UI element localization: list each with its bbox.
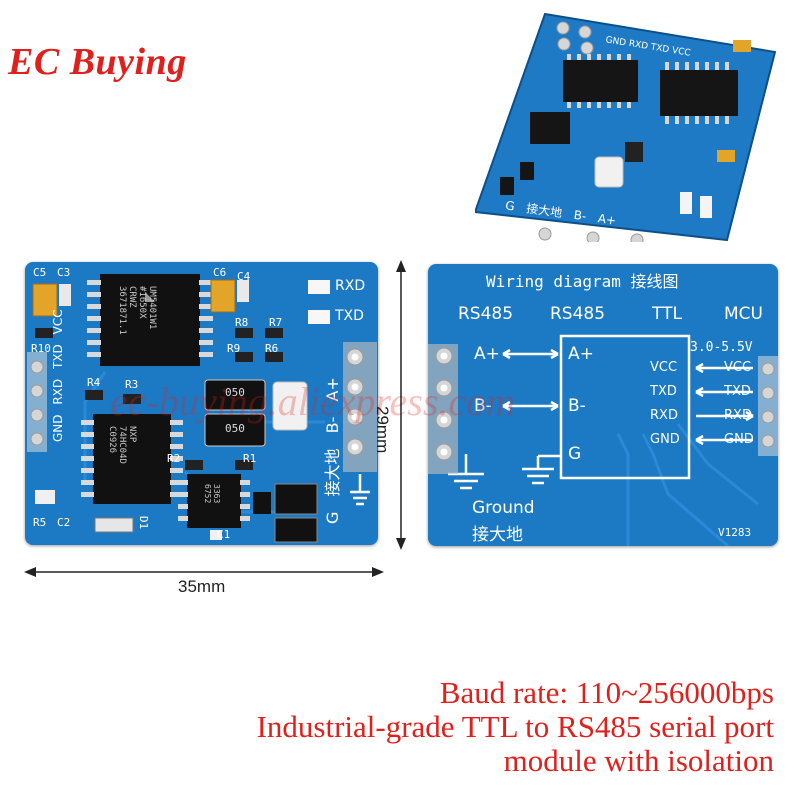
photo-board-graphic [473, 12, 777, 247]
transistor-1-marking: 050 [225, 386, 245, 399]
main-chip-line-3: CRWZ [127, 286, 137, 308]
mid-pin-g: G [568, 444, 582, 464]
photo-label-b: B- [572, 207, 588, 224]
back-board-graphic [428, 334, 778, 546]
label-c6: C6 [213, 266, 227, 279]
front-pin-rxd: RXD [51, 378, 65, 405]
front-board-graphic [27, 274, 377, 543]
ttl-pin-vcc: VCC [650, 360, 678, 375]
transistor-2-marking: 050 [225, 422, 245, 435]
ttl-pin-gnd: GND [650, 432, 680, 447]
front-pin-txd: TXD [51, 344, 65, 370]
front-board: C5 C3 C6 C4 R10 R4 R3 R8 R7 R9 R6 R2 R1 … [25, 262, 378, 545]
label-r9: R9 [227, 342, 241, 355]
label-r6: R6 [265, 342, 279, 355]
height-label: 29mm [373, 406, 392, 454]
brand-logo: EC Buying [8, 41, 187, 83]
front-pin-gnd: GND [51, 414, 65, 442]
ground-label-en: Ground [472, 498, 535, 518]
front-pin-ground-cn: 接大地 [323, 448, 342, 497]
main-chip-line-2: #1650X [137, 286, 147, 319]
ttl-pin-txd: TXD [650, 384, 677, 399]
header-rs485-mid: RS485 [550, 304, 606, 324]
label-r3: R3 [125, 378, 139, 391]
width-dimension-arrow [24, 567, 384, 577]
wiring-title: Wiring diagram 接线图 [486, 272, 679, 291]
width-label: 35mm [178, 577, 226, 596]
front-pin-vcc: VCC [51, 309, 65, 335]
main-chip-line-4: 3671871.1 [117, 286, 127, 335]
mcu-pin-gnd: GND [724, 432, 754, 447]
label-c3: C3 [57, 266, 71, 279]
mcu-pin-rxd: RXD [724, 408, 752, 423]
caption-baud-rate: Baud rate: 110~256000bps [439, 675, 774, 710]
label-r10: R10 [31, 342, 51, 355]
back-board: Wiring diagram 接线图 RS485 RS485 TTL MCU 3… [428, 264, 778, 546]
main-chip-line-1: UM5401W1 [147, 286, 157, 330]
logic-chip-line-3: C0926 [107, 426, 117, 454]
header-ttl: TTL [652, 304, 682, 324]
mid-pin-a: A+ [568, 344, 594, 364]
led-label-rxd: RXD [335, 278, 366, 294]
small-chip-line-2: 6752 [203, 484, 212, 504]
caption: Baud rate: 110~256000bps Industrial-grad… [257, 676, 774, 778]
led-label-txd: TXD [335, 308, 364, 324]
label-r8: R8 [235, 316, 249, 329]
watermark: ec-buying.aliexpress.com [110, 379, 516, 424]
height-dimension-arrow [396, 260, 406, 550]
header-rs485-left: RS485 [458, 304, 514, 324]
label-c2: C2 [57, 516, 71, 529]
logic-chip-marking: NXP 74HC04D C0926 [107, 426, 137, 496]
ttl-pin-rxd: RXD [650, 408, 678, 423]
main-chip-marking: UM5401W1 #1650X CRWZ 3671871.1 [117, 286, 157, 366]
ground-label-cn: 接大地 [472, 525, 523, 545]
label-r4: R4 [87, 376, 101, 389]
caption-isolation-line: module with isolation [503, 743, 774, 778]
version-label: V1283 [718, 526, 752, 539]
front-left-pin-labels: GND RXD TXD VCC [51, 309, 65, 442]
logic-chip-line-1: NXP [127, 426, 137, 443]
left-pin-a: A+ [474, 344, 500, 364]
left-pin-b: B- [474, 396, 492, 416]
mid-pin-b: B- [568, 396, 586, 416]
label-c4: C4 [237, 270, 251, 283]
mcu-pin-vcc: VCC [724, 360, 752, 375]
small-chip-line-1: 3363 [212, 484, 221, 504]
mcu-pin-txd: TXD [724, 384, 751, 399]
voltage-label: 3.0-5.5V [690, 340, 753, 355]
label-r7: R7 [269, 316, 283, 329]
photo-label-g: G [504, 198, 516, 214]
header-mcu: MCU [724, 304, 763, 324]
photo-board: GND RXD TXD VCC G 接大地 B- A+ RXD TXD [473, 12, 785, 247]
label-c1: C1 [217, 528, 231, 541]
label-r1: R1 [243, 452, 257, 465]
label-d1: D1 [137, 515, 151, 530]
caption-product-line: Industrial-grade TTL to RS485 serial por… [256, 709, 774, 744]
logic-chip-line-2: 74HC04D [117, 426, 127, 464]
label-c5: C5 [33, 266, 47, 279]
photo-label-a: A+ [596, 211, 618, 228]
label-r5: R5 [33, 516, 47, 529]
front-pin-g: G [323, 511, 342, 524]
label-r2: R2 [167, 452, 181, 465]
small-chip-marking: 3363 6752 [203, 484, 221, 503]
